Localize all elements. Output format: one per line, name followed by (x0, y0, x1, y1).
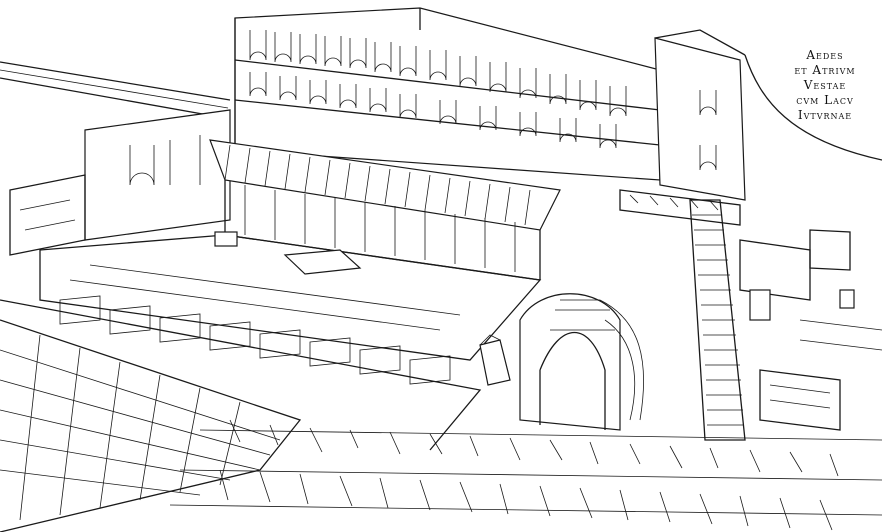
corner-tower (654, 29, 882, 201)
front-rooms (0, 295, 482, 451)
caption: Aedes et Atrivm Vestae cvm Lacv Ivtvrnae (770, 48, 880, 123)
atrium-courtyard (39, 231, 542, 361)
small-shrine (479, 334, 511, 386)
caption-line-2: et Atrivm (794, 63, 856, 77)
left-chambers (9, 109, 231, 256)
colonnade-roof (209, 139, 561, 281)
right-ruins (739, 229, 882, 431)
paved-grid (0, 319, 302, 532)
staircase (619, 189, 746, 441)
temple-rotunda (519, 293, 645, 431)
upper-road (0, 61, 231, 119)
caption-line-5: Ivtvrnae (797, 108, 853, 122)
cobblestone-paving (169, 419, 882, 531)
caption-line-3: Vestae (803, 78, 847, 92)
caption-line-4: cvm Lacv (796, 93, 854, 107)
caption-line-1: Aedes (806, 48, 844, 62)
